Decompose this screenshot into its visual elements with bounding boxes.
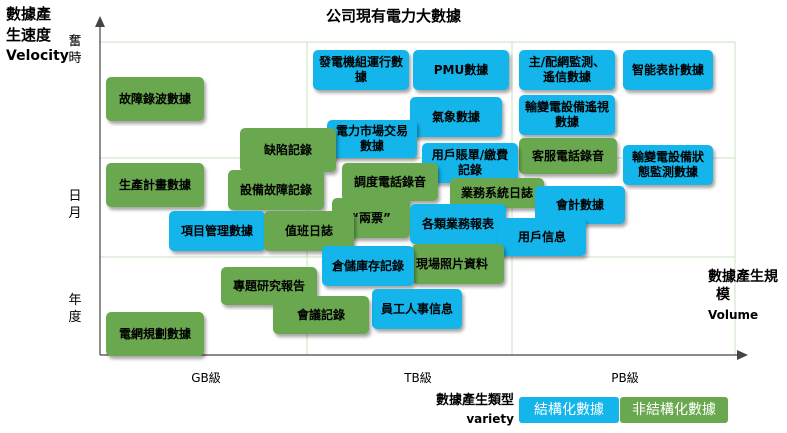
item-defect-record: 缺陷記錄 bbox=[240, 128, 336, 172]
item-grid-monitoring: 主/配網監測、遙信數據 bbox=[519, 50, 615, 90]
x-axis-title: 數據產生規 模 Volume bbox=[708, 268, 786, 324]
variety-title-zh: 數據產生類型 bbox=[435, 393, 514, 408]
item-user-info: 用戶信息 bbox=[498, 218, 586, 256]
item-equipment-fault: 設備故障記錄 bbox=[228, 170, 324, 210]
diagram-title: 公司現有電力大數據 bbox=[325, 7, 461, 25]
y-tick-realtime: 奮時 bbox=[68, 34, 82, 66]
item-business-report: 各類業務報表 bbox=[410, 204, 506, 244]
x-axis-title-line1: 數據產生規 bbox=[708, 269, 778, 285]
item-site-photos: 現場照片資料 bbox=[412, 244, 504, 284]
item-research-report: 專題研究報告 bbox=[221, 267, 317, 305]
item-grid-planning: 電網規劃數據 bbox=[106, 312, 204, 356]
item-pmu-data: PMU數據 bbox=[413, 50, 509, 90]
item-user-bill: 用戶賬單/繳費記錄 bbox=[422, 143, 518, 183]
y-axis-title-line1: 數據產 bbox=[6, 5, 52, 23]
item-warehouse-record: 倉儲庫存記錄 bbox=[322, 246, 414, 286]
item-smart-meter: 智能表計數據 bbox=[623, 50, 713, 90]
item-system-log: 業務系統日誌 bbox=[450, 178, 544, 208]
item-customer-call: 客服電話錄音 bbox=[519, 138, 617, 174]
item-equipment-status: 輸變電設備狀態監測數據 bbox=[623, 145, 713, 185]
x-tick-tb: TB級 bbox=[404, 371, 432, 385]
item-hr-info: 員工人事信息 bbox=[372, 289, 462, 329]
y-axis-title-en: Velocity bbox=[6, 48, 69, 64]
x-tick-gb: GB級 bbox=[191, 371, 221, 385]
item-project-management: 項目管理數據 bbox=[169, 211, 265, 251]
item-production-plan: 生產計畫數據 bbox=[106, 163, 204, 207]
legend-structured: 結構化數據 bbox=[519, 397, 619, 423]
item-meeting-record: 會議記錄 bbox=[273, 296, 369, 334]
x-axis-title-line2: 模 bbox=[716, 287, 730, 303]
variety-title: 數據產生類型 variety bbox=[404, 392, 514, 428]
item-generator-data: 發電機組運行數據 bbox=[313, 50, 409, 90]
y-axis-title: 數據產 生速度 Velocity bbox=[6, 4, 69, 67]
item-substation-video: 輸變電設備遙視數據 bbox=[519, 95, 615, 135]
item-fault-recording: 故障錄波數據 bbox=[106, 77, 204, 121]
y-tick-yearly: 年度 bbox=[68, 293, 82, 325]
item-dispatch-call: 調度電話錄音 bbox=[342, 163, 438, 201]
y-tick-daily: 日月 bbox=[68, 189, 82, 221]
item-power-market: 電力市場交易數據 bbox=[327, 120, 417, 158]
item-duty-log: 值班日誌 bbox=[264, 211, 354, 251]
x-tick-pb: PB級 bbox=[611, 371, 639, 385]
legend-unstructured: 非結構化數據 bbox=[620, 397, 728, 423]
item-weather-data: 氣象數據 bbox=[410, 97, 502, 137]
x-axis-title-en: Volume bbox=[708, 308, 759, 322]
item-accounting-data: 會計數據 bbox=[535, 186, 625, 224]
variety-title-en: variety bbox=[466, 412, 514, 426]
y-axis-title-line2: 生速度 bbox=[6, 26, 52, 44]
